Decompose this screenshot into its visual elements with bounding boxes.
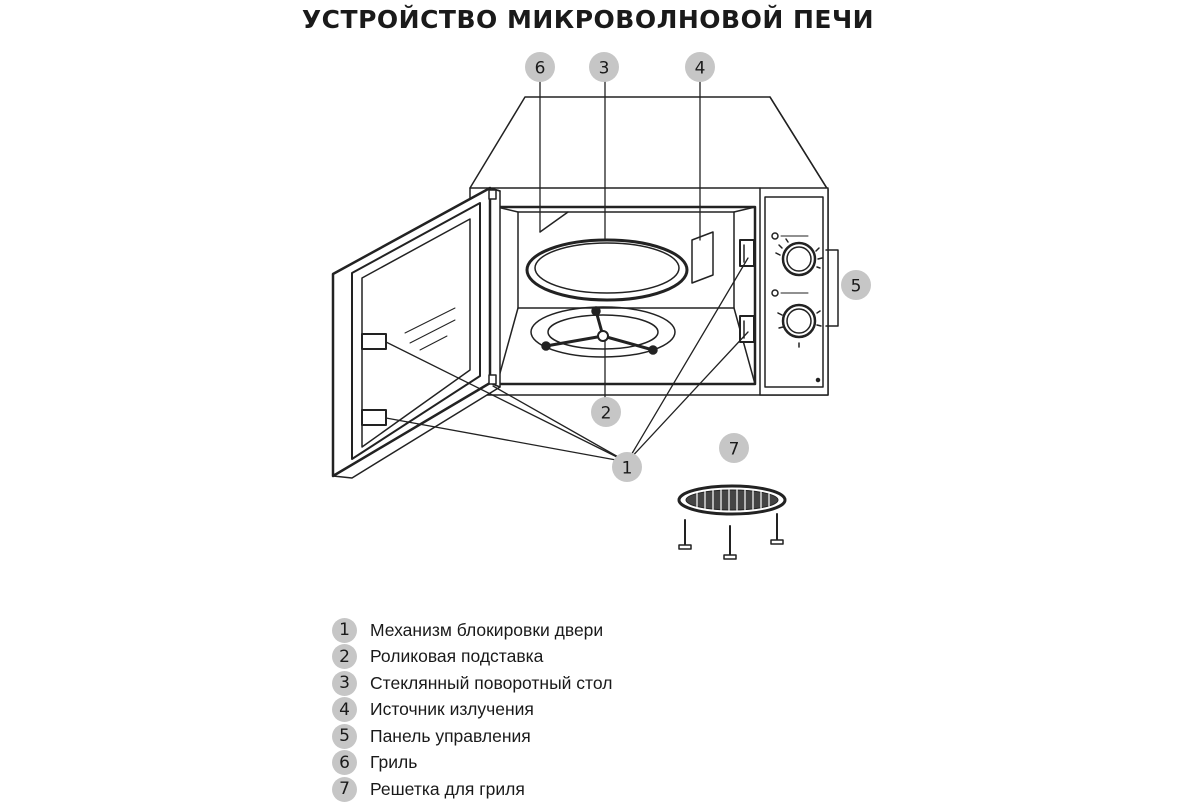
svg-text:4: 4 xyxy=(695,59,706,79)
callout-6: 6 xyxy=(525,52,555,82)
diagram-title: УСТРОЙСТВО МИКРОВОЛНОВОЙ ПЕЧИ xyxy=(301,5,875,34)
legend-label: Гриль xyxy=(370,752,418,773)
legend-item: 7 Решетка для гриля xyxy=(332,776,612,803)
door-hooks xyxy=(361,189,497,426)
svg-text:1: 1 xyxy=(622,459,633,479)
leader-lines xyxy=(385,79,749,463)
legend-label: Источник излучения xyxy=(370,699,534,720)
svg-text:2: 2 xyxy=(601,404,612,424)
door-latch-slots xyxy=(739,239,755,343)
power-knob xyxy=(775,238,823,277)
legend-label: Панель управления xyxy=(370,725,531,746)
legend-item: 2 Роликовая подставка xyxy=(332,644,612,671)
radiation-source xyxy=(691,231,714,284)
legend: 1 Механизм блокировки двери 2 Роликовая … xyxy=(332,617,612,803)
microwave-cavity xyxy=(495,205,757,386)
legend-label: Роликовая подставка xyxy=(370,646,544,667)
legend-label: Решетка для гриля xyxy=(370,778,525,799)
legend-label: Стеклянный поворотный стол xyxy=(370,672,613,693)
callout-1: 1 xyxy=(612,452,642,482)
legend-item: 5 Панель управления xyxy=(332,723,612,750)
microwave-diagram: 6 3 4 5 2 1 7 xyxy=(331,52,871,560)
legend-item: 4 Источник излучения xyxy=(332,697,612,724)
svg-text:3: 3 xyxy=(599,59,610,79)
callout-3: 3 xyxy=(589,52,619,82)
legend-number-badge: 7 xyxy=(332,776,357,802)
callout-5: 5 xyxy=(841,270,871,300)
legend-item: 6 Гриль xyxy=(332,750,612,777)
legend-number-badge: 1 xyxy=(332,617,357,643)
legend-item: 1 Механизм блокировки двери xyxy=(332,617,612,644)
timer-knob xyxy=(777,303,822,348)
control-panel xyxy=(759,187,829,396)
callout-7: 7 xyxy=(719,433,749,463)
legend-number-badge: 2 xyxy=(332,644,357,670)
microwave-door xyxy=(331,186,501,479)
legend-item: 3 Стеклянный поворотный стол xyxy=(332,670,612,697)
legend-number-badge: 5 xyxy=(332,723,357,749)
roller-support xyxy=(530,306,676,358)
glass-turntable xyxy=(525,238,689,302)
svg-text:6: 6 xyxy=(535,59,546,79)
callout-4: 4 xyxy=(685,52,715,82)
callout-2: 2 xyxy=(591,397,621,427)
control-panel-bracket xyxy=(825,249,839,327)
legend-number-badge: 3 xyxy=(332,670,357,696)
svg-text:7: 7 xyxy=(729,440,740,460)
grill-rack xyxy=(677,484,787,560)
legend-number-badge: 6 xyxy=(332,750,357,776)
legend-label: Механизм блокировки двери xyxy=(370,619,604,640)
svg-text:5: 5 xyxy=(851,277,862,297)
legend-number-badge: 4 xyxy=(332,697,357,723)
